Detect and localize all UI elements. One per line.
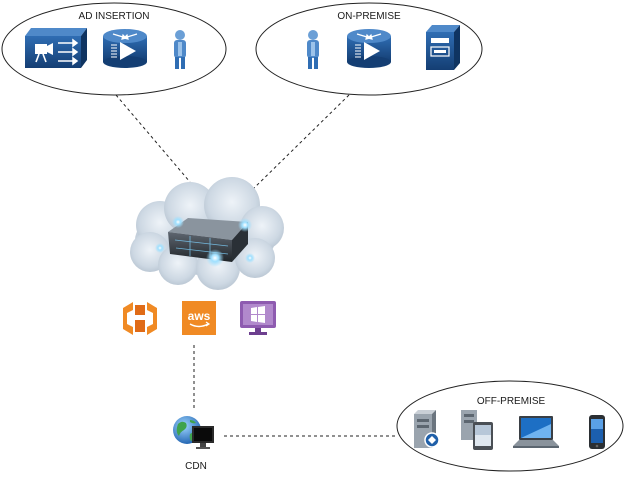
cdn-label: CDN (185, 461, 207, 472)
connector-on-premise-cloud (249, 94, 350, 193)
cloud-hub-icon (155, 216, 255, 267)
server-icon (426, 25, 460, 70)
tablet-pc-icon (461, 410, 493, 450)
ad-insertion-group (1, 2, 227, 96)
cdn-globe-computer-icon (173, 416, 214, 449)
connector-ad-insertion-cloud (115, 94, 191, 183)
person-icon (174, 30, 186, 69)
on-premise-label: ON-PREMISE (337, 11, 401, 22)
aws-elemental-icon (123, 302, 157, 335)
ad-insertion-label: AD INSERTION (78, 11, 150, 22)
router-icon (103, 29, 147, 68)
off-premise-group (396, 380, 624, 472)
svg-text:aws: aws (188, 309, 211, 323)
connectors (115, 94, 396, 437)
aws-icon: aws (182, 301, 216, 335)
smartphone-icon (589, 415, 605, 449)
video-encoder-icon (25, 28, 87, 68)
off-premise-label: OFF-PREMISE (476, 396, 546, 407)
desktop-pc-icon (414, 410, 440, 448)
cloud-icon (130, 177, 284, 290)
person-icon (307, 30, 319, 69)
windows-vm-icon (240, 301, 276, 335)
router-icon (347, 29, 391, 68)
on-premise-group (255, 2, 483, 96)
laptop-icon (513, 416, 559, 448)
